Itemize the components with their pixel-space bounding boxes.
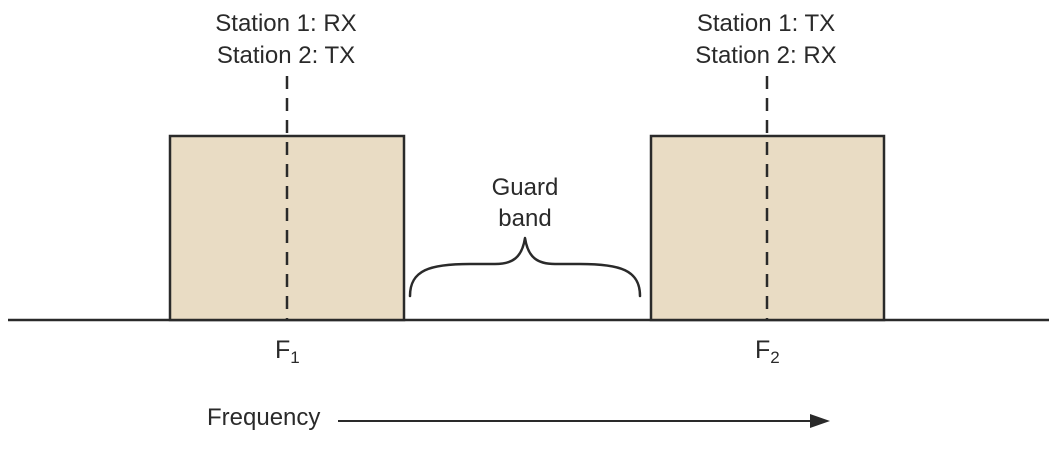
guard-band-line1: Guard: [491, 174, 559, 201]
guard-band-brace: [408, 236, 642, 298]
station-left-line1: Station 1: RX: [215, 10, 357, 37]
station-right-line1: Station 1: TX: [696, 10, 836, 37]
frequency-marker-f1: F1: [275, 334, 300, 374]
guard-band-label: Guard band: [450, 172, 600, 234]
f2-subscript: 2: [770, 348, 780, 367]
station-right-line2: Station 2: RX: [695, 42, 837, 69]
station-left-line2: Station 2: TX: [216, 42, 356, 69]
frequency-axis-label: Frequency: [207, 404, 321, 431]
f1-subscript: 1: [290, 348, 300, 367]
channel-block-f2: [649, 134, 886, 322]
station-label-left: Station 1: RX Station 2: TX: [186, 8, 386, 72]
frequency-marker-f2: F2: [755, 334, 780, 374]
station-label-right: Station 1: TX Station 2: RX: [666, 8, 866, 72]
f1-symbol: F: [275, 336, 291, 364]
frequency-arrow-head: [810, 414, 830, 428]
channel-block-f1: [168, 134, 406, 322]
guard-band-line2: band: [498, 205, 552, 232]
f2-symbol: F: [755, 336, 771, 364]
